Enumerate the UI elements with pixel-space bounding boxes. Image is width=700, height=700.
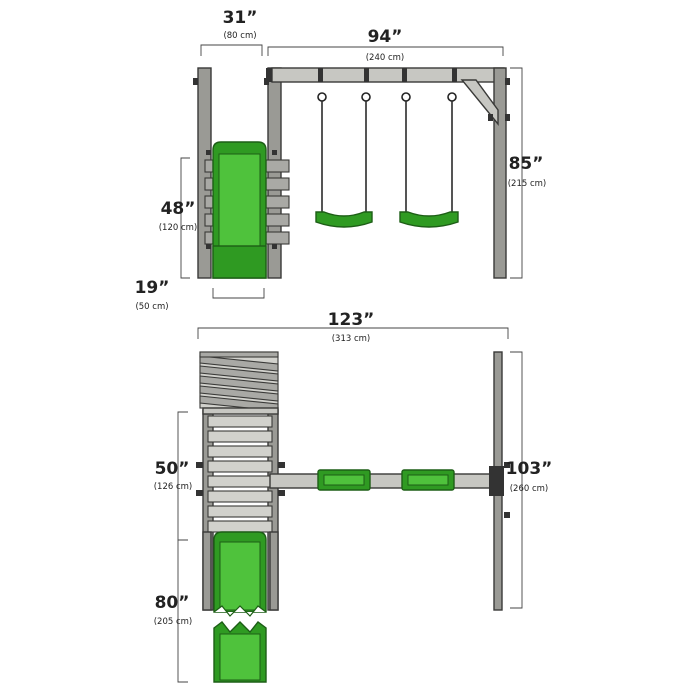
- slide-top-upper: [213, 531, 267, 617]
- bolt: [505, 78, 510, 85]
- bolt: [504, 462, 510, 468]
- bolt: [196, 462, 203, 468]
- bolt: [278, 462, 285, 468]
- swing-seat-2: [399, 92, 459, 228]
- bolt: [504, 512, 510, 518]
- svg-text:(205 cm): (205 cm): [154, 617, 193, 627]
- bolt: [193, 78, 198, 85]
- bolt: [488, 114, 493, 121]
- svg-text:103”: 103”: [506, 459, 553, 479]
- bolt: [272, 150, 277, 155]
- dim-total-length: 123” (313 cm): [197, 310, 509, 344]
- roof-boards: [199, 351, 279, 412]
- bolt: [272, 244, 277, 249]
- svg-text:50”: 50”: [155, 459, 190, 479]
- swing-beam-top: [269, 473, 503, 489]
- tower-top-rail: [202, 407, 279, 415]
- dim-slide-width: 19” (50 cm): [135, 278, 265, 312]
- tower-leg-front: [202, 531, 212, 611]
- swing-post-right: [493, 67, 507, 279]
- svg-text:(313 cm): (313 cm): [332, 334, 371, 344]
- climbing-boards: [207, 415, 273, 533]
- svg-text:(80 cm): (80 cm): [223, 31, 256, 41]
- tower-leg-back: [269, 531, 279, 611]
- svg-text:(120 cm): (120 cm): [159, 223, 198, 233]
- side-view: 123” (313 cm) 50” (126 cm) 80” (205 cm) …: [154, 310, 553, 683]
- dim-swing-height: 85” (215 cm): [508, 67, 547, 279]
- slide-front: [212, 141, 267, 279]
- svg-text:85”: 85”: [509, 154, 544, 174]
- dim-total-height: 103” (260 cm): [506, 351, 553, 609]
- svg-text:19”: 19”: [135, 278, 170, 298]
- svg-text:123”: 123”: [328, 310, 375, 330]
- dim-slide-length: 80” (205 cm): [154, 539, 193, 683]
- swing-brace: [460, 79, 499, 126]
- svg-text:(260 cm): (260 cm): [510, 484, 549, 494]
- svg-text:48”: 48”: [161, 199, 196, 219]
- beam-end-cap: [266, 68, 272, 82]
- swing-hooks: [318, 68, 457, 82]
- beam-bracket: [489, 466, 504, 496]
- bolt: [278, 490, 285, 496]
- svg-text:(215 cm): (215 cm): [508, 179, 547, 189]
- svg-text:(240 cm): (240 cm): [366, 53, 405, 63]
- bolt: [206, 244, 211, 249]
- svg-text:94”: 94”: [368, 27, 403, 47]
- bolt: [505, 114, 510, 121]
- swing-seat-1: [315, 92, 373, 228]
- swing-seat-top-2: [401, 469, 455, 491]
- svg-text:80”: 80”: [155, 593, 190, 613]
- dim-tower-width: 31” (80 cm): [200, 8, 263, 56]
- dim-platform-height: 48” (120 cm): [159, 157, 198, 279]
- dim-tower-depth: 50” (126 cm): [154, 411, 193, 541]
- swing-seat-top-1: [317, 469, 371, 491]
- svg-text:(50 cm): (50 cm): [135, 302, 168, 312]
- dim-beam-length: 94” (240 cm): [267, 27, 504, 63]
- slide-top-lower: [213, 621, 267, 683]
- front-view: 31” (80 cm) 94” (240 cm) 48” (120 cm) 85…: [135, 8, 547, 312]
- svg-text:31”: 31”: [223, 8, 258, 28]
- svg-text:(126 cm): (126 cm): [154, 482, 193, 492]
- bolt: [206, 150, 211, 155]
- bolt: [196, 490, 203, 496]
